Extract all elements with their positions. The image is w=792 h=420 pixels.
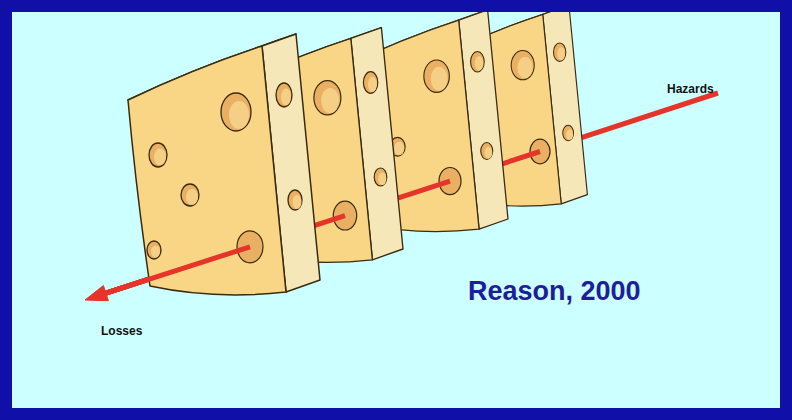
arrow-head	[85, 286, 108, 301]
slide-panel: HazardsLosses Reason, 2000	[12, 12, 780, 408]
citation-text: Reason, 2000	[468, 276, 641, 307]
cheese-illustration	[12, 12, 780, 408]
label-layer: HazardsLosses Reason, 2000	[12, 12, 780, 408]
hazard-arrow	[106, 247, 250, 293]
cheese-hole	[237, 231, 263, 263]
arrow-label: Losses	[101, 324, 142, 338]
arrow-label: Hazards	[667, 82, 714, 96]
